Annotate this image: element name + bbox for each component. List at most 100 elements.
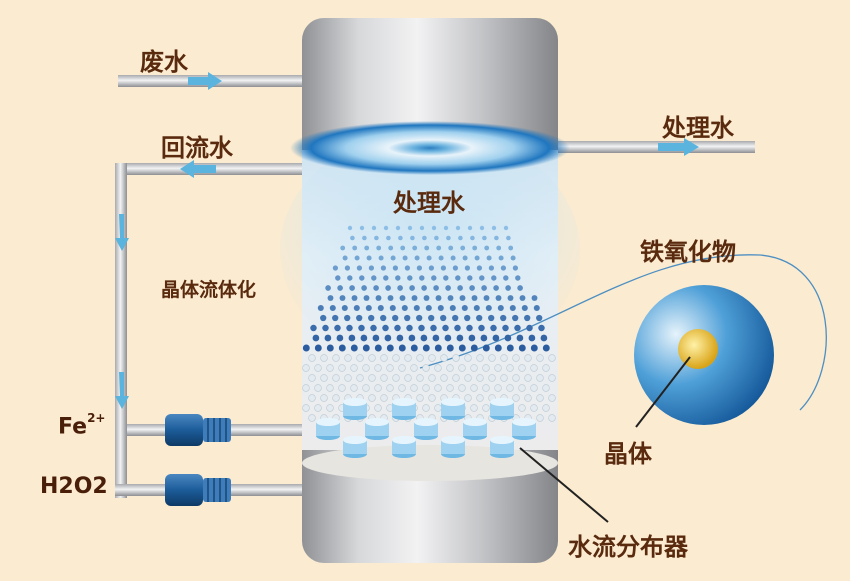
particle xyxy=(351,295,358,301)
return-arrow xyxy=(180,160,216,178)
particle xyxy=(344,374,352,382)
particle xyxy=(458,235,463,241)
particle xyxy=(466,324,473,332)
particle xyxy=(425,304,432,312)
particle xyxy=(436,245,442,251)
particle xyxy=(478,324,485,332)
particle xyxy=(479,275,485,281)
particle xyxy=(364,245,370,251)
distributor-plate xyxy=(302,445,558,481)
distributor-nozzle xyxy=(463,418,487,440)
distributor-nozzle xyxy=(441,436,465,458)
particle xyxy=(452,265,459,271)
particle xyxy=(455,225,461,231)
particle xyxy=(500,265,507,271)
particle xyxy=(314,384,322,392)
particle xyxy=(340,245,346,251)
particle xyxy=(382,324,389,332)
particle xyxy=(308,354,316,362)
particle xyxy=(370,324,377,332)
particle xyxy=(424,245,430,251)
label-fe2plus: Fe2+ xyxy=(58,411,105,439)
particle xyxy=(491,225,497,231)
particle xyxy=(419,225,425,231)
particle xyxy=(371,275,377,281)
particle xyxy=(337,285,343,291)
particle xyxy=(476,314,483,322)
distributor-nozzles xyxy=(316,398,536,458)
particle xyxy=(384,334,392,342)
particle xyxy=(365,304,372,312)
particle xyxy=(464,354,472,362)
particle xyxy=(348,334,356,342)
particle xyxy=(398,364,406,372)
particle xyxy=(317,304,324,312)
particle xyxy=(332,265,339,271)
particle xyxy=(484,245,490,251)
particle xyxy=(383,225,389,231)
particle xyxy=(434,235,439,241)
particle xyxy=(416,374,424,382)
particle xyxy=(470,384,478,392)
particle xyxy=(422,344,430,352)
particle xyxy=(320,314,327,322)
particle xyxy=(394,324,401,332)
particle xyxy=(420,334,428,342)
particle xyxy=(506,235,511,241)
particle xyxy=(504,334,512,342)
particle xyxy=(312,334,320,342)
particle xyxy=(444,334,452,342)
particle xyxy=(360,334,368,342)
particle xyxy=(540,334,548,342)
particle xyxy=(362,364,370,372)
particle xyxy=(497,304,504,312)
particle xyxy=(506,344,514,352)
flow-arrows xyxy=(115,72,699,409)
down-arrow-upper xyxy=(115,214,129,251)
particle xyxy=(485,304,492,312)
particle xyxy=(500,354,508,362)
distributor-nozzle xyxy=(414,418,438,440)
particle xyxy=(508,245,514,251)
distributor-nozzle xyxy=(343,398,367,420)
particle xyxy=(339,295,346,301)
particle xyxy=(455,275,461,281)
treated-water-outlet-pipe xyxy=(555,141,755,153)
particle xyxy=(488,265,495,271)
particle xyxy=(470,344,478,352)
particle xyxy=(490,324,497,332)
down-arrow-lower xyxy=(115,372,129,409)
particle xyxy=(350,344,358,352)
particle xyxy=(395,225,401,231)
particle xyxy=(495,295,502,301)
particle xyxy=(380,265,387,271)
particle xyxy=(386,235,391,241)
particle xyxy=(518,344,526,352)
particle xyxy=(536,394,544,402)
particle xyxy=(476,394,484,402)
particle xyxy=(352,245,358,251)
particle xyxy=(492,334,500,342)
particle xyxy=(470,235,475,241)
particle xyxy=(356,374,364,382)
distributor-nozzle xyxy=(365,418,389,440)
particle xyxy=(408,334,416,342)
particle xyxy=(518,364,526,372)
particle xyxy=(342,255,348,261)
particle xyxy=(462,255,468,261)
particle xyxy=(359,225,365,231)
particle xyxy=(524,394,532,402)
particle xyxy=(456,334,464,342)
particle xyxy=(458,344,466,352)
particle xyxy=(404,265,411,271)
particle xyxy=(446,364,454,372)
particle xyxy=(536,354,544,362)
particle xyxy=(390,255,396,261)
particle xyxy=(376,245,382,251)
particle xyxy=(388,245,394,251)
particle xyxy=(407,275,413,281)
particle xyxy=(399,295,406,301)
particle xyxy=(470,364,478,372)
distributor-pointer-line xyxy=(519,447,609,523)
particle xyxy=(416,354,424,362)
